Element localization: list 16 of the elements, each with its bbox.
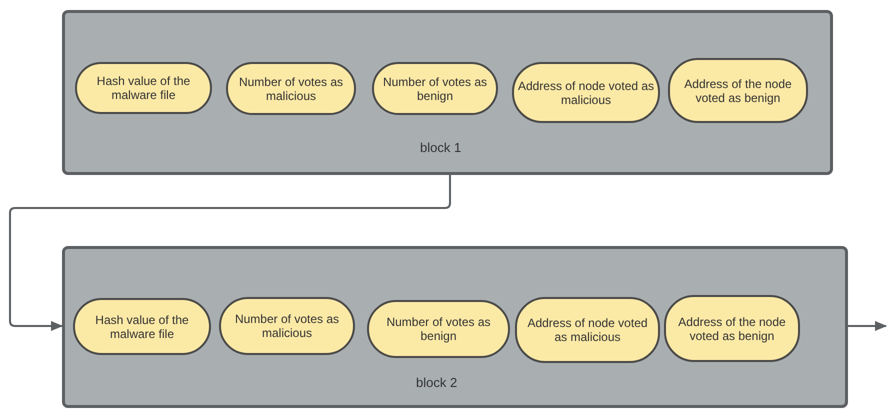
field-pill: Address of node voted as malicious (512, 62, 660, 123)
field-pill: Number of votes as benign (372, 62, 498, 115)
field-pill: Hash value of the malware file (75, 62, 212, 114)
block-panel (62, 246, 848, 408)
block-label: block 2 (416, 375, 458, 390)
field-pill: Number of votes as benign (367, 300, 510, 358)
field-pill: Address of the node voted as benign (668, 58, 808, 123)
block-label: block 1 (420, 140, 462, 155)
arrow (848, 321, 887, 331)
field-pill: Address of node voted as malicious (515, 297, 660, 363)
block-panel (62, 10, 833, 175)
field-pill: Number of votes as malicious (219, 297, 355, 355)
arrow (9, 175, 451, 331)
field-pill: Number of votes as malicious (226, 62, 356, 115)
field-pill: Address of the node voted as benign (664, 295, 800, 362)
field-pill: Hash value of the malware file (73, 298, 211, 355)
